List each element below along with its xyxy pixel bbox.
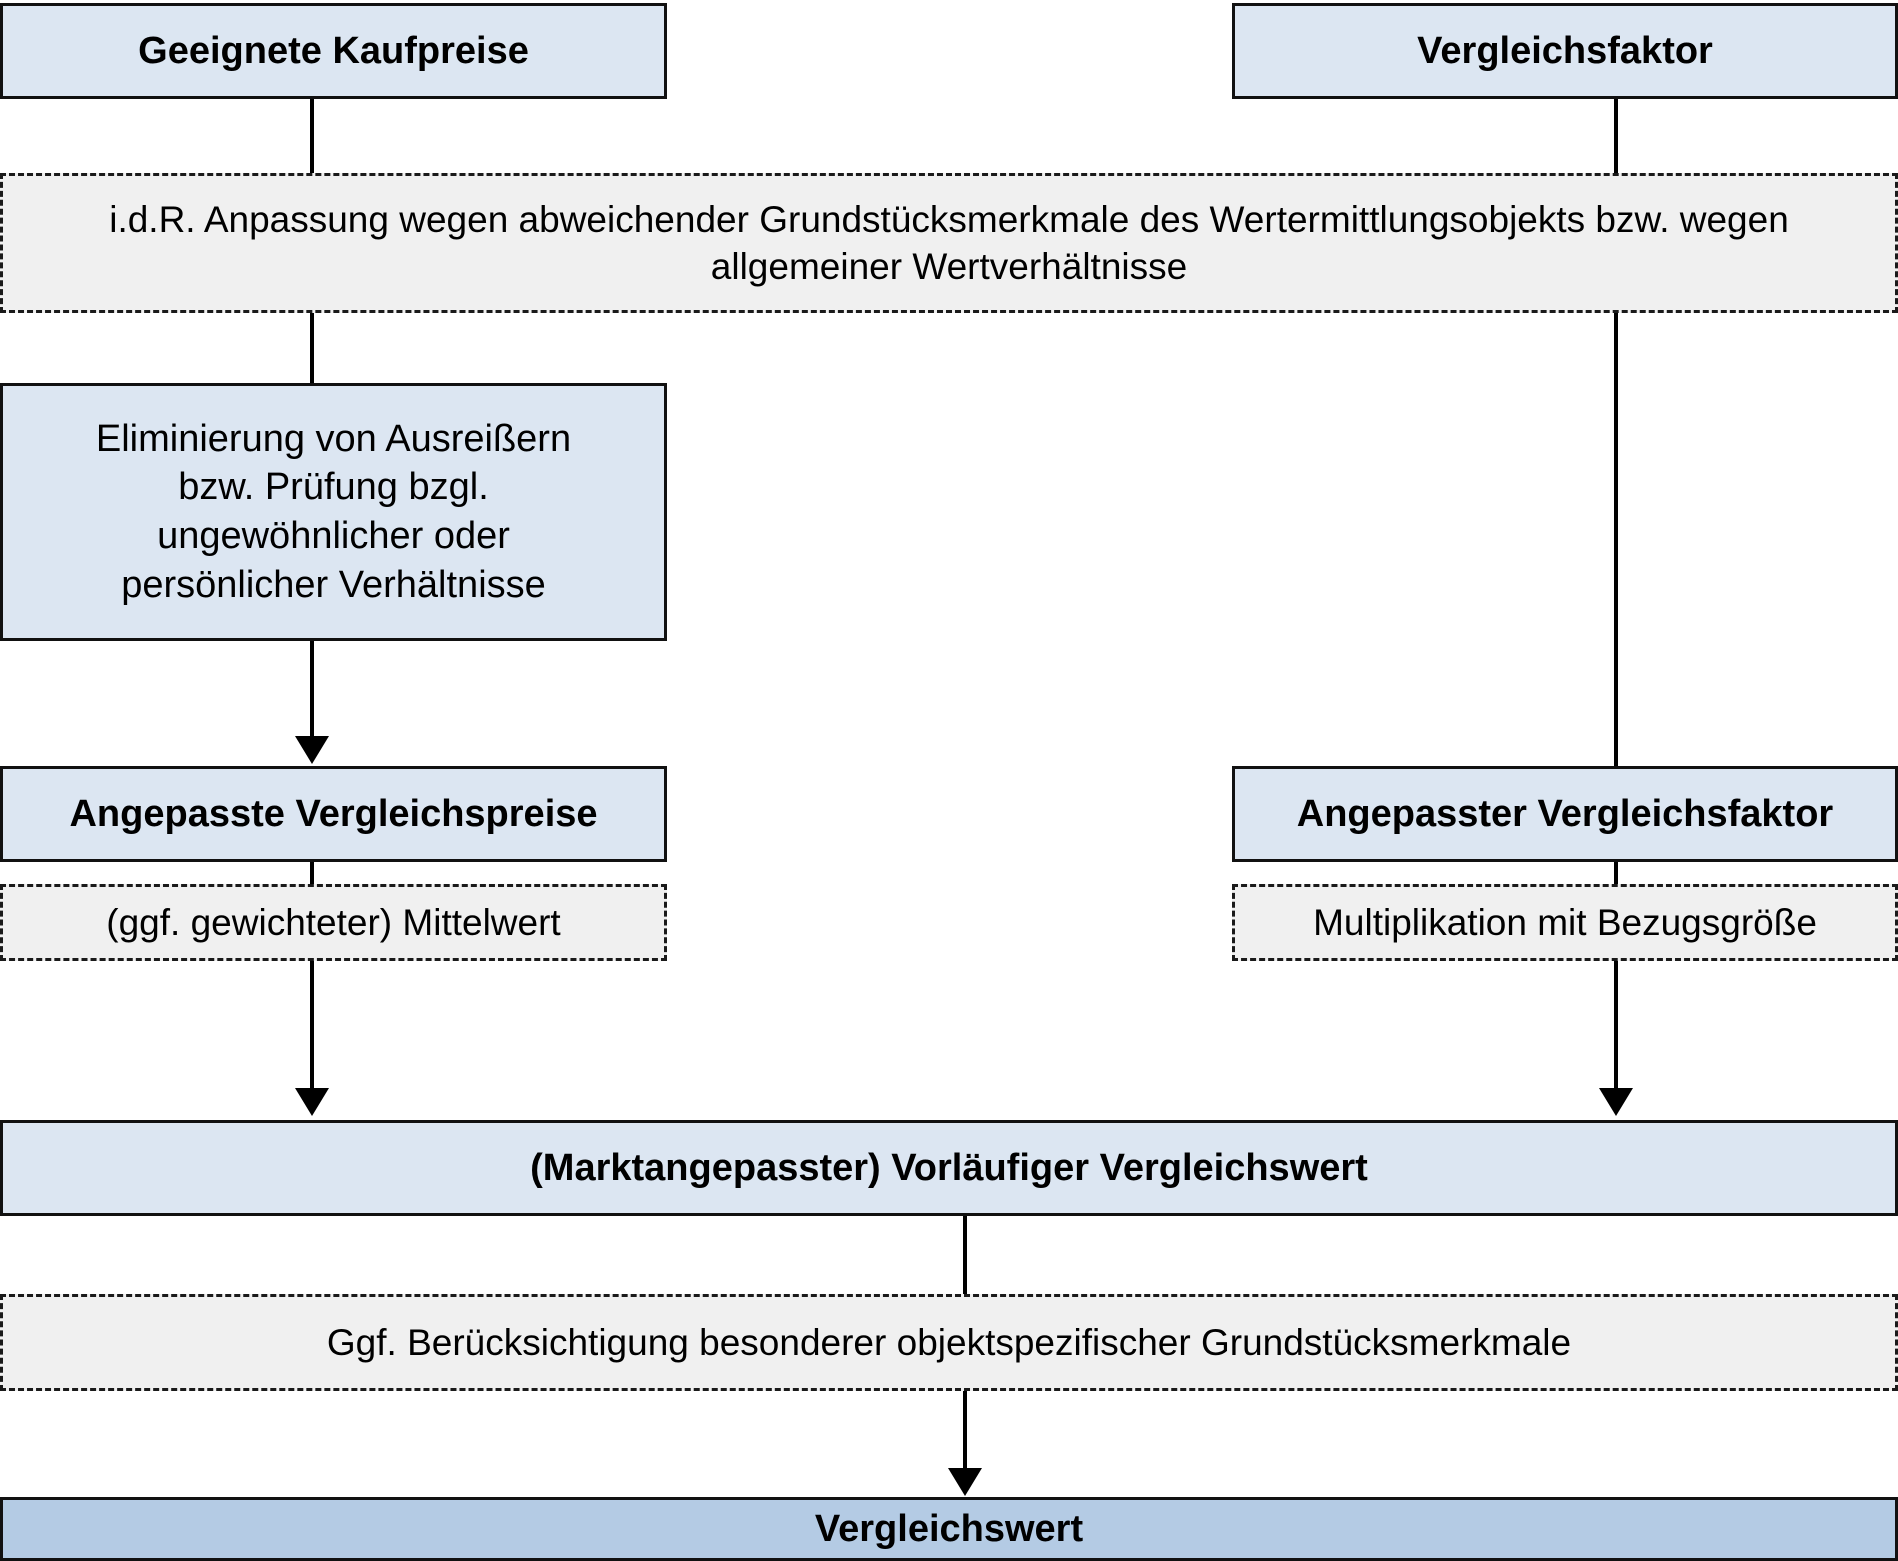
- node-label: Angepasste Vergleichspreise: [69, 792, 598, 835]
- node-label: Geeignete Kaufpreise: [138, 29, 529, 72]
- node-label: Ggf. Berücksichtigung besonderer objekts…: [326, 1321, 1572, 1363]
- node-label: Multiplikation mit Bezugsgröße: [1313, 901, 1817, 943]
- connector-eliminierung-to-angepasste-preise: [310, 641, 314, 741]
- node-label: i.d.R. Anpassung wegen abweichender Grun…: [109, 198, 1789, 287]
- arrowhead-mittelwert-to-vorlaeufig: [295, 1088, 329, 1116]
- arrowhead-to-vergleichswert: [948, 1468, 982, 1496]
- connector-objektmerkmale-to-vergleichswert: [963, 1391, 967, 1473]
- connector-mittelwert-to-vorlaeufig: [310, 961, 314, 1094]
- node-angepasster-vergleichsfaktor[interactable]: Angepasster Vergleichsfaktor: [1232, 766, 1898, 862]
- node-label: (ggf. gewichteter) Mittelwert: [106, 901, 561, 943]
- node-multiplikation: Multiplikation mit Bezugsgröße: [1232, 884, 1898, 961]
- connector-vorlaeufig-to-objektmerkmale: [963, 1216, 967, 1296]
- connector-anpassung-to-angepasster-faktor: [1614, 313, 1618, 767]
- connector-anpassung-to-eliminierung: [310, 313, 314, 385]
- node-mittelwert: (ggf. gewichteter) Mittelwert: [0, 884, 667, 961]
- node-vergleichsfaktor[interactable]: Vergleichsfaktor: [1232, 3, 1898, 99]
- connector-kaufpreise-to-anpassung: [310, 99, 314, 177]
- arrowhead-multiplikation-to-vorlaeufig: [1599, 1088, 1633, 1116]
- arrowhead-to-angepasste-preise: [295, 736, 329, 764]
- connector-vergleichsfaktor-to-anpassung: [1614, 99, 1618, 177]
- node-objektspezifische-merkmale: Ggf. Berücksichtigung besonderer objekts…: [0, 1294, 1898, 1391]
- node-label: Vergleichsfaktor: [1417, 29, 1713, 72]
- node-label: Angepasster Vergleichsfaktor: [1296, 792, 1834, 835]
- node-vergleichswert[interactable]: Vergleichswert: [0, 1497, 1898, 1561]
- node-eliminierung[interactable]: Eliminierung von Ausreißern bzw. Prüfung…: [0, 383, 667, 641]
- node-vorlaeufiger-vergleichswert[interactable]: (Marktangepasster) Vorläufiger Vergleich…: [0, 1120, 1898, 1216]
- node-anpassung-note: i.d.R. Anpassung wegen abweichender Grun…: [0, 173, 1898, 313]
- node-geeignete-kaufpreise[interactable]: Geeignete Kaufpreise: [0, 3, 667, 99]
- node-label: Vergleichswert: [814, 1507, 1084, 1550]
- connector-multiplikation-to-vorlaeufig: [1614, 961, 1618, 1094]
- node-angepasste-vergleichspreise[interactable]: Angepasste Vergleichspreise: [0, 766, 667, 862]
- node-label: (Marktangepasster) Vorläufiger Vergleich…: [530, 1146, 1368, 1189]
- connector-angepasste-preise-to-mittelwert: [310, 862, 314, 886]
- connector-angepasster-faktor-to-multiplikation: [1614, 862, 1618, 886]
- node-label: Eliminierung von Ausreißern bzw. Prüfung…: [95, 417, 572, 606]
